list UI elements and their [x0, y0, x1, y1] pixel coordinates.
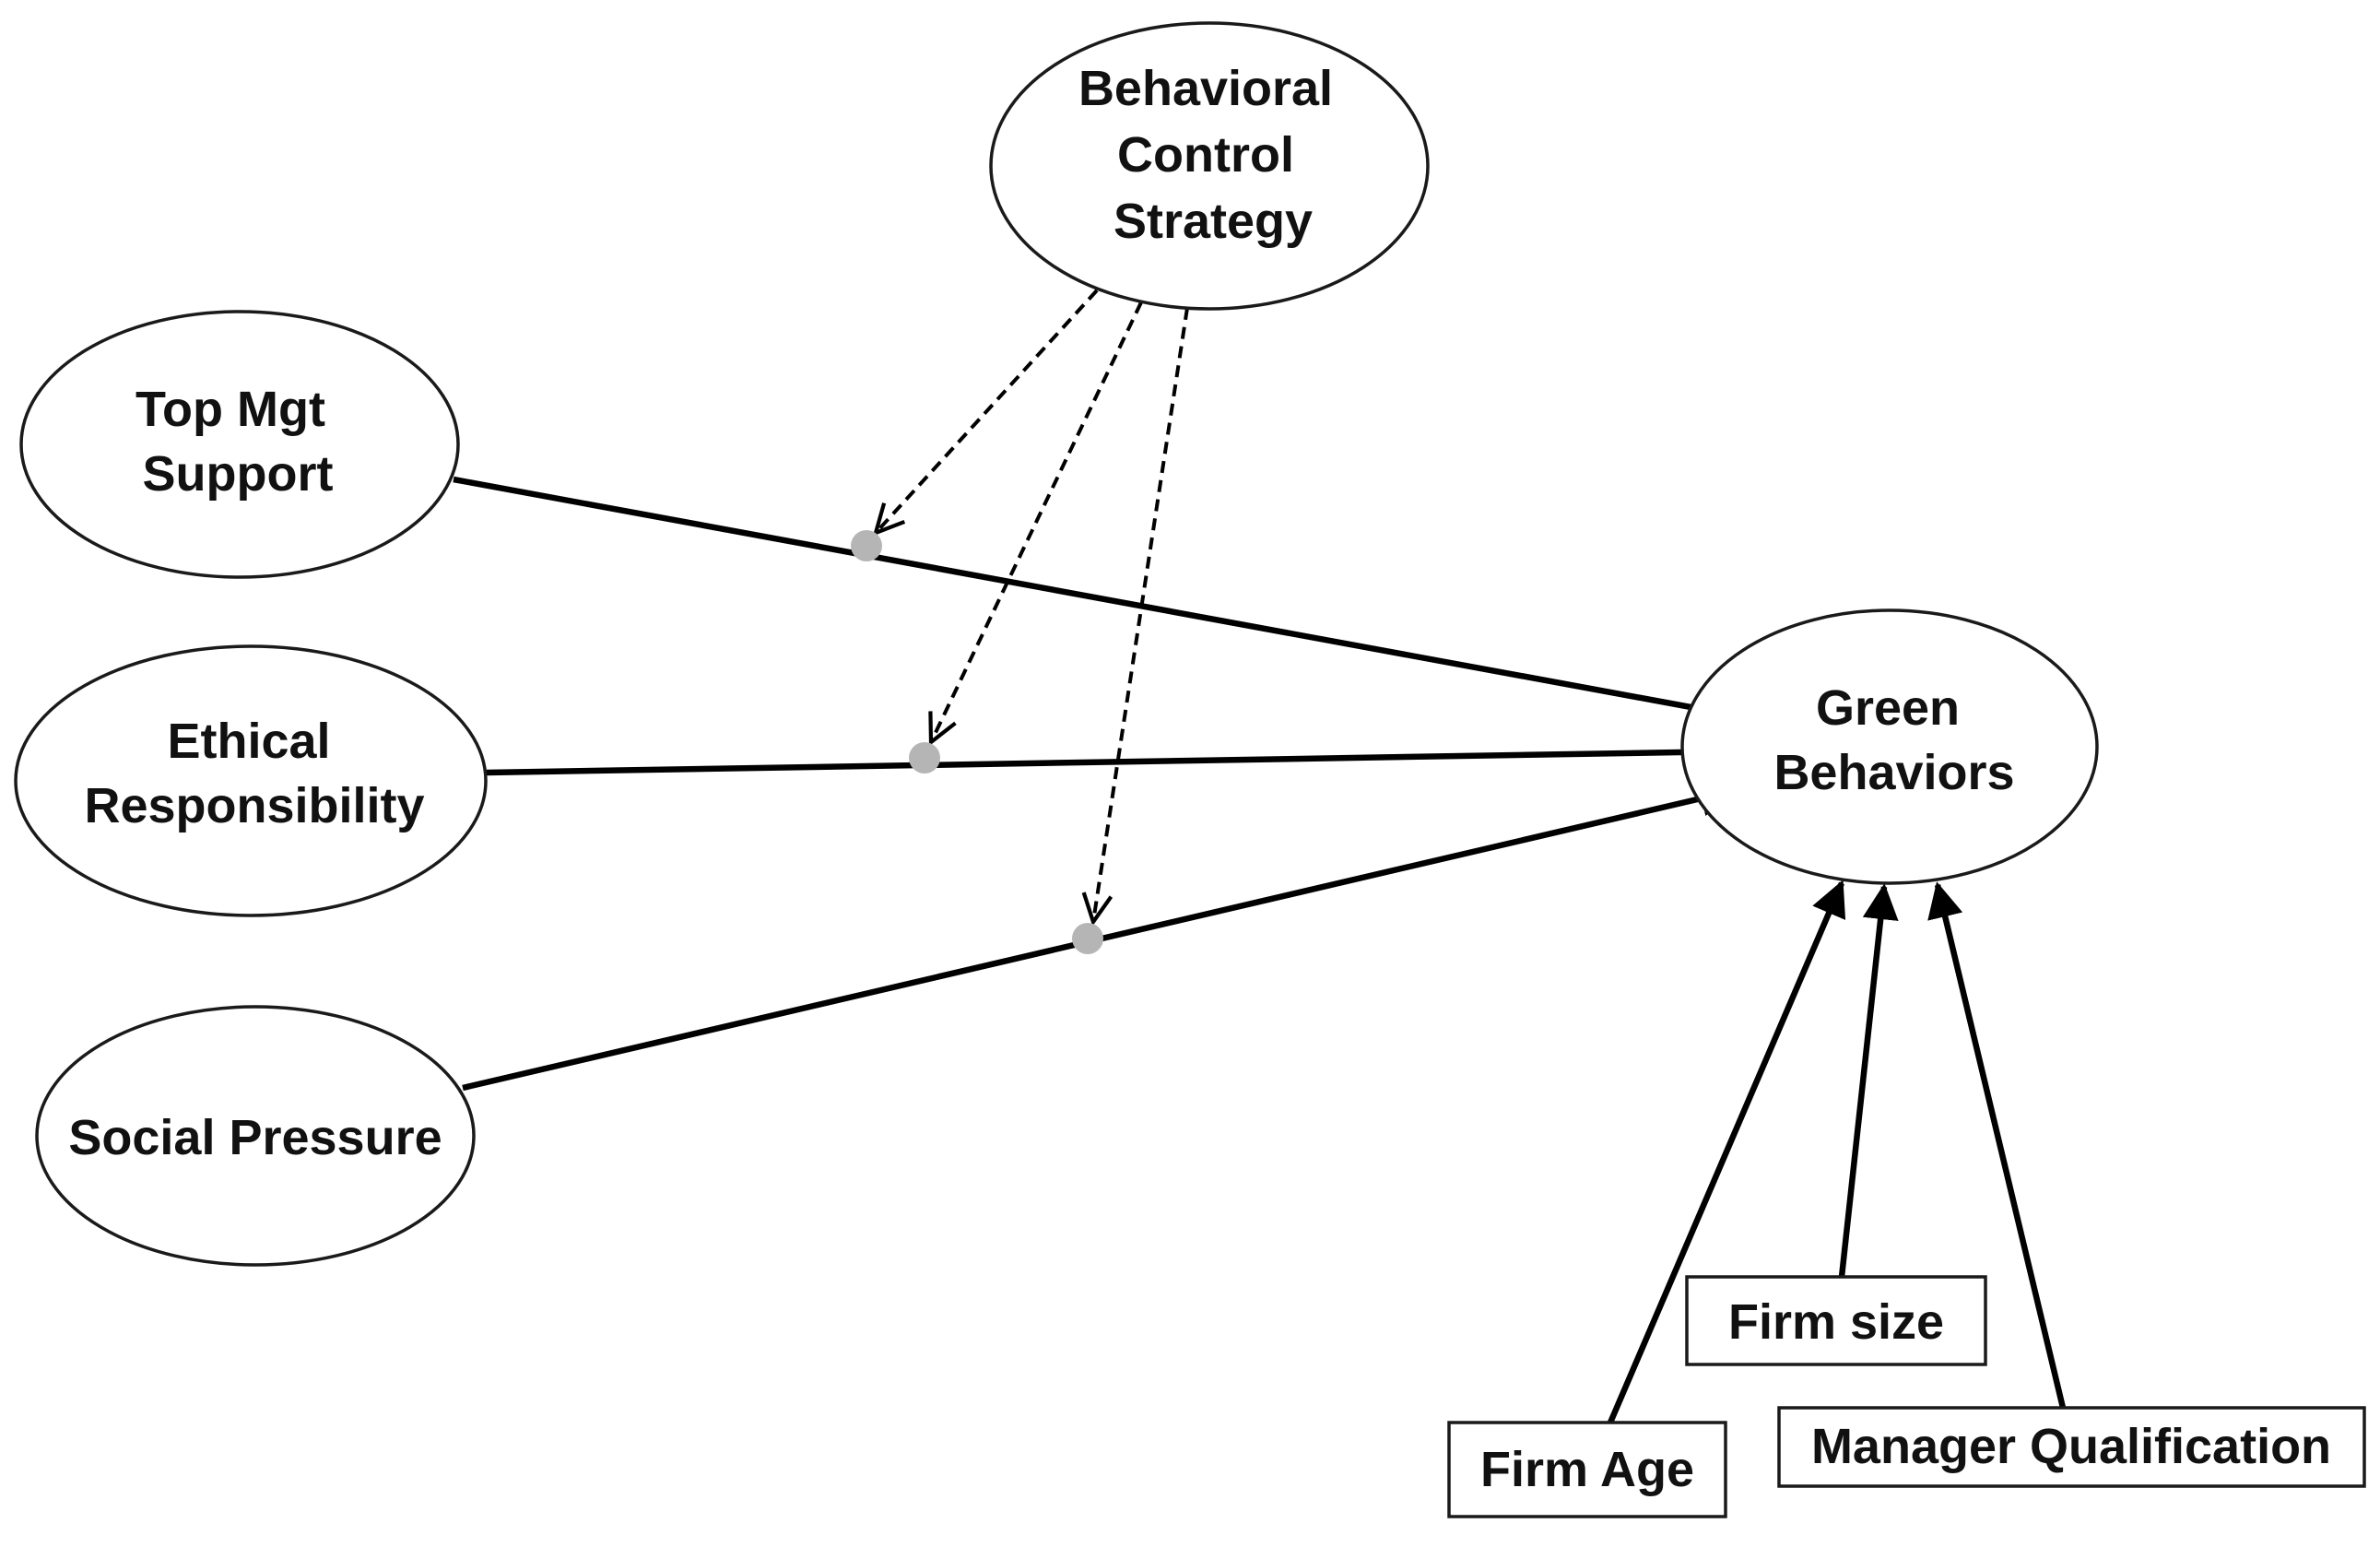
- node-label-line: Firm Age: [1480, 1442, 1694, 1497]
- node-ethical-responsibility[interactable]: Ethical Responsibility: [14, 644, 488, 917]
- junction-dot: [909, 742, 940, 774]
- node-label-line: Control: [1117, 127, 1294, 183]
- node-firm-age[interactable]: Firm Age: [1447, 1421, 1727, 1518]
- node-top-mgt-support[interactable]: Top Mgt Support: [19, 310, 460, 579]
- edge-manager-qual-to-green: [1927, 881, 2067, 1409]
- node-behavioral-control-strategy[interactable]: Behavioral Control Strategy: [989, 21, 1430, 311]
- node-green-behaviors[interactable]: Green Behaviors: [1680, 608, 2099, 885]
- edge-firm-age-to-green: [1608, 880, 1846, 1424]
- junction-dot: [1072, 923, 1103, 954]
- node-label-line: Firm size: [1728, 1294, 1944, 1350]
- node-social-pressure[interactable]: Social Pressure: [35, 1005, 476, 1267]
- edge-top-mgt-to-green: [453, 476, 1735, 726]
- node-label-line: Ethical: [167, 714, 330, 769]
- node-label-line: Top Mgt: [135, 382, 325, 437]
- node-manager-qualification[interactable]: Manager Qualification: [1777, 1406, 2366, 1488]
- edge-firm-size-to-green: [1838, 883, 1899, 1278]
- edge-ethical-to-green: [486, 734, 1737, 776]
- node-label-line: Behaviors: [1773, 745, 2014, 800]
- moderation-to-ethical-path: [931, 301, 1143, 742]
- node-firm-size[interactable]: Firm size: [1685, 1275, 1987, 1366]
- node-label-line: Green: [1816, 680, 1960, 736]
- moderation-to-social-path: [1093, 307, 1189, 922]
- node-label-line: Responsibility: [84, 778, 424, 833]
- node-label-line: Behavioral: [1078, 61, 1333, 116]
- node-label-line: Social Pressure: [68, 1110, 442, 1165]
- node-label-line: Support: [143, 446, 334, 502]
- node-label-line: Strategy: [1113, 194, 1313, 249]
- junction-dot: [851, 530, 882, 561]
- moderation-to-top-mgt-path: [876, 289, 1099, 533]
- node-label-line: Manager Qualification: [1811, 1419, 2331, 1474]
